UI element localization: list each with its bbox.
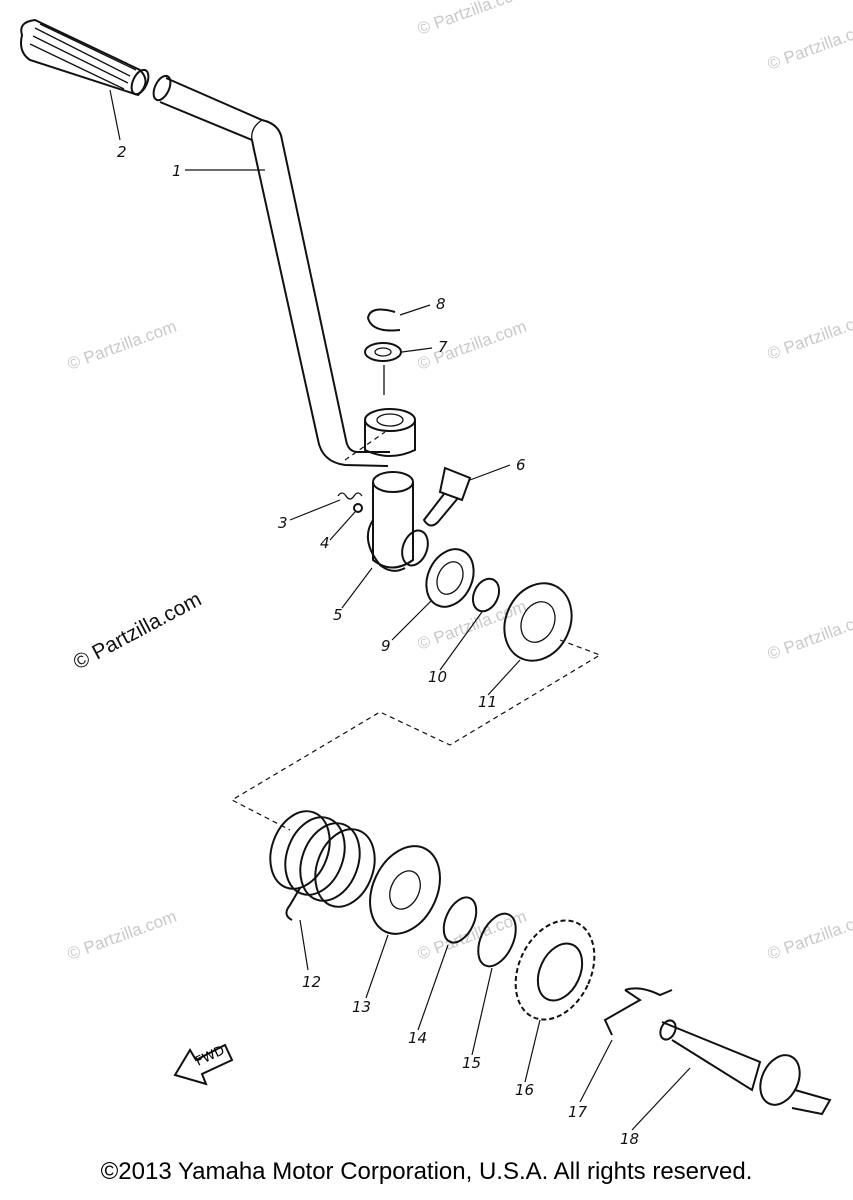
- part-5-kick-boss: [366, 471, 429, 572]
- callout-9: 9: [381, 637, 391, 655]
- part-13-spring-cover: [369, 845, 441, 935]
- lever-boss: [364, 408, 416, 457]
- part-11-spring-guide: [503, 582, 573, 662]
- callout-15: 15: [462, 1054, 481, 1072]
- watermark: © Partzilla.com: [765, 307, 853, 364]
- watermark: © Partzilla.com: [765, 607, 853, 664]
- callout-5: 5: [333, 606, 343, 624]
- watermark: © Partzilla.com: [415, 907, 529, 964]
- callout-12: 12: [302, 973, 321, 991]
- kick-starter-exploded-diagram: © Partzilla.com © Partzilla.com © Partzi…: [20, 0, 853, 1148]
- part-14-circlip: [442, 896, 478, 944]
- assembly-line: [230, 639, 602, 831]
- assembly-line: [344, 431, 386, 461]
- part-9-oil-seal: [425, 548, 475, 608]
- part-2-grip: [20, 18, 150, 97]
- callout-18: 18: [620, 1130, 639, 1148]
- callout-labels: 2 1 8 7 6 3 4 5 9 10 11 12 13 14 15 16 1…: [117, 143, 639, 1148]
- part-17-clip: [603, 987, 673, 1036]
- callout-1: 1: [172, 162, 182, 180]
- copyright-notice: ©2013 Yamaha Motor Corporation, U.S.A. A…: [100, 1158, 753, 1185]
- part-12-torsion-spring: [269, 810, 376, 921]
- fwd-arrow-icon: FWD: [173, 1043, 234, 1086]
- watermark: © Partzilla.com: [65, 907, 179, 964]
- watermark: © Partzilla.com: [415, 0, 529, 39]
- part-1-kick-lever: [159, 77, 390, 467]
- leader-lines: [109, 89, 691, 1131]
- part-18-kick-axle: [659, 1019, 832, 1116]
- callout-7: 7: [438, 338, 448, 356]
- callout-16: 16: [515, 1081, 534, 1099]
- callout-3: 3: [278, 514, 288, 532]
- part-15-washer: [477, 912, 517, 968]
- part-8-circlip: [366, 308, 401, 332]
- callout-13: 13: [352, 998, 371, 1016]
- callout-14: 14: [408, 1029, 427, 1047]
- callout-6: 6: [516, 456, 526, 474]
- part-4-ball: [353, 503, 363, 513]
- part-10-circlip: [471, 577, 501, 613]
- part-6-bolt: [422, 466, 472, 527]
- watermark: © Partzilla.com: [765, 907, 853, 964]
- part-3-spring: [337, 492, 363, 500]
- callout-4: 4: [320, 534, 330, 552]
- watermark-layer: © Partzilla.com © Partzilla.com © Partzi…: [65, 0, 853, 964]
- watermark: © Partzilla.com: [415, 317, 529, 374]
- callout-11: 11: [478, 693, 497, 711]
- callout-17: 17: [568, 1103, 588, 1121]
- callout-2: 2: [117, 143, 127, 161]
- watermark-main: © Partzilla.com: [70, 588, 206, 675]
- part-16-kick-gear: [514, 919, 596, 1021]
- callout-10: 10: [428, 668, 447, 686]
- grip-collar: [152, 74, 172, 102]
- watermark: © Partzilla.com: [765, 17, 853, 74]
- callout-8: 8: [436, 295, 446, 313]
- watermark: © Partzilla.com: [65, 317, 179, 374]
- part-7-washer: [364, 342, 402, 362]
